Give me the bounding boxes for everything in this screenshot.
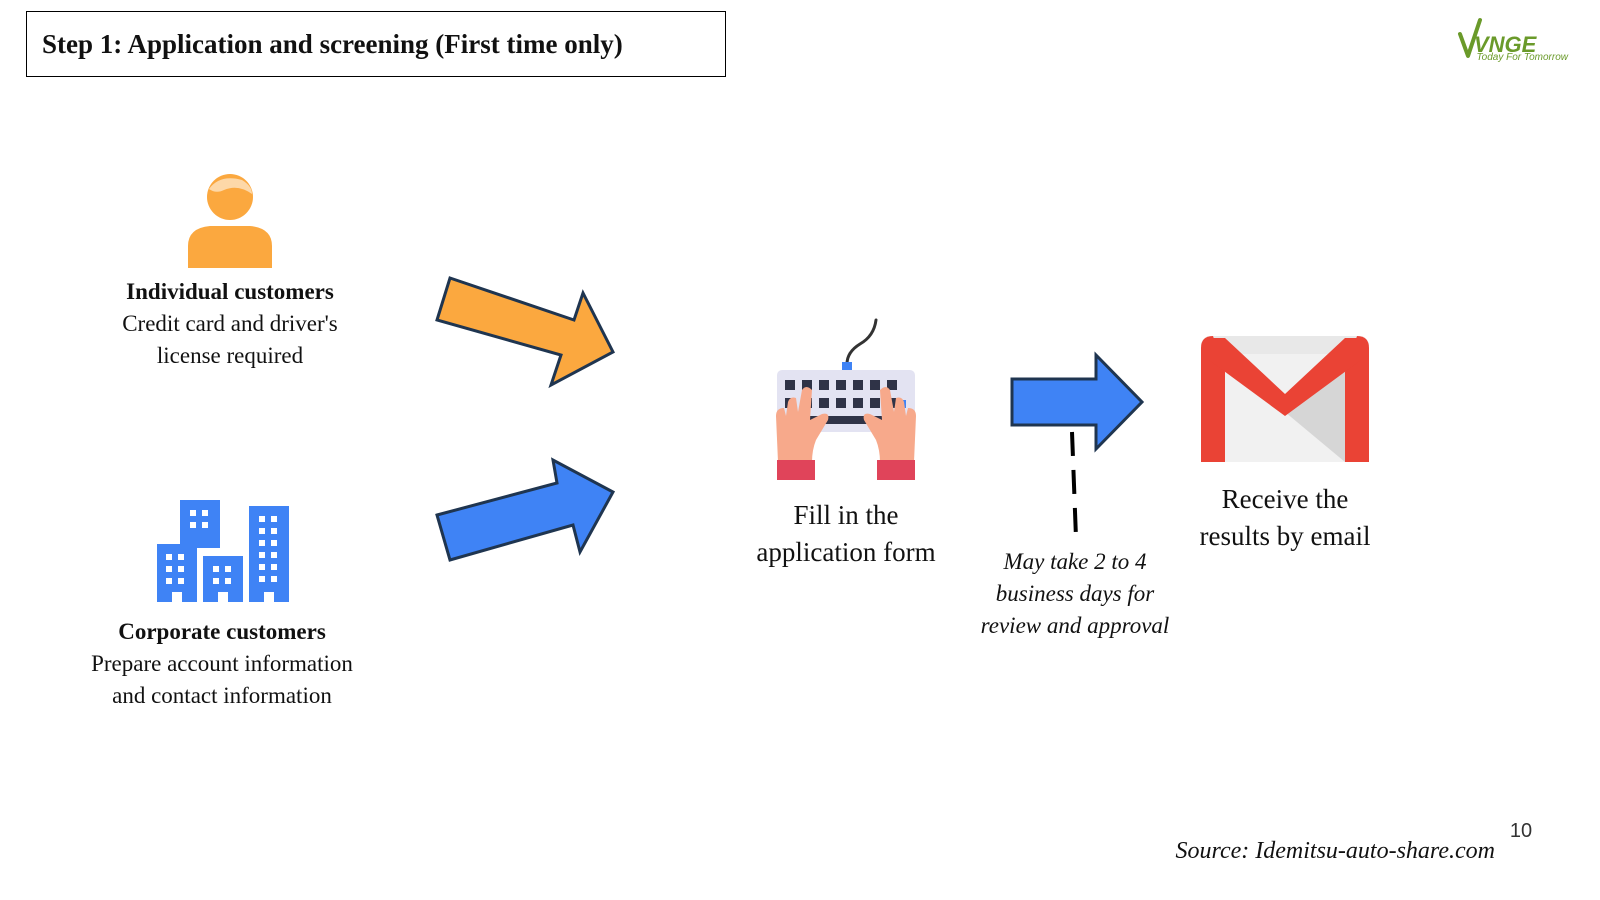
corporate-heading: Corporate customers [118, 619, 326, 644]
review-note: May take 2 to 4 business days for review… [940, 546, 1210, 642]
gmail-icon [1201, 336, 1369, 462]
person-icon [188, 174, 272, 268]
corporate-customers-text: Corporate customers Prepare account info… [52, 616, 392, 712]
individual-line-2: license required [156, 343, 304, 368]
logo-brand-text: VNGE [1474, 32, 1538, 57]
email-step-label: Receive the results by email [1160, 481, 1410, 555]
keyboard-icon [776, 318, 916, 480]
page-number: 10 [1509, 820, 1533, 842]
individual-line-1: Credit card and driver's [122, 311, 338, 336]
slide-title-text: Step 1: Application and screening (First… [42, 28, 623, 59]
form-step-label: Fill in the application form [720, 497, 972, 571]
form-step-line-1: Fill in the [793, 500, 899, 530]
review-note-line-2: business days for [995, 581, 1155, 606]
email-step-line-2: results by email [1199, 521, 1371, 551]
slide-title: Step 1: Application and screening (First… [26, 11, 726, 77]
source-citation: Source: Idemitsu-auto-share.com [1175, 838, 1495, 864]
review-note-line-3: review and approval [980, 613, 1170, 638]
vnge-logo: VNGE [1458, 18, 1538, 58]
individual-heading: Individual customers [126, 279, 334, 304]
individual-customers-text: Individual customers Credit card and dri… [70, 276, 390, 372]
corporate-line-2: and contact information [112, 683, 332, 708]
review-note-line-1: May take 2 to 4 [1003, 549, 1147, 574]
buildings-icon [157, 500, 289, 602]
logo-tagline: Today For Tomorrow [1476, 52, 1568, 63]
corporate-line-1: Prepare account information [91, 651, 353, 676]
email-step-line-1: Receive the [1221, 484, 1349, 514]
form-step-line-2: application form [756, 537, 936, 567]
